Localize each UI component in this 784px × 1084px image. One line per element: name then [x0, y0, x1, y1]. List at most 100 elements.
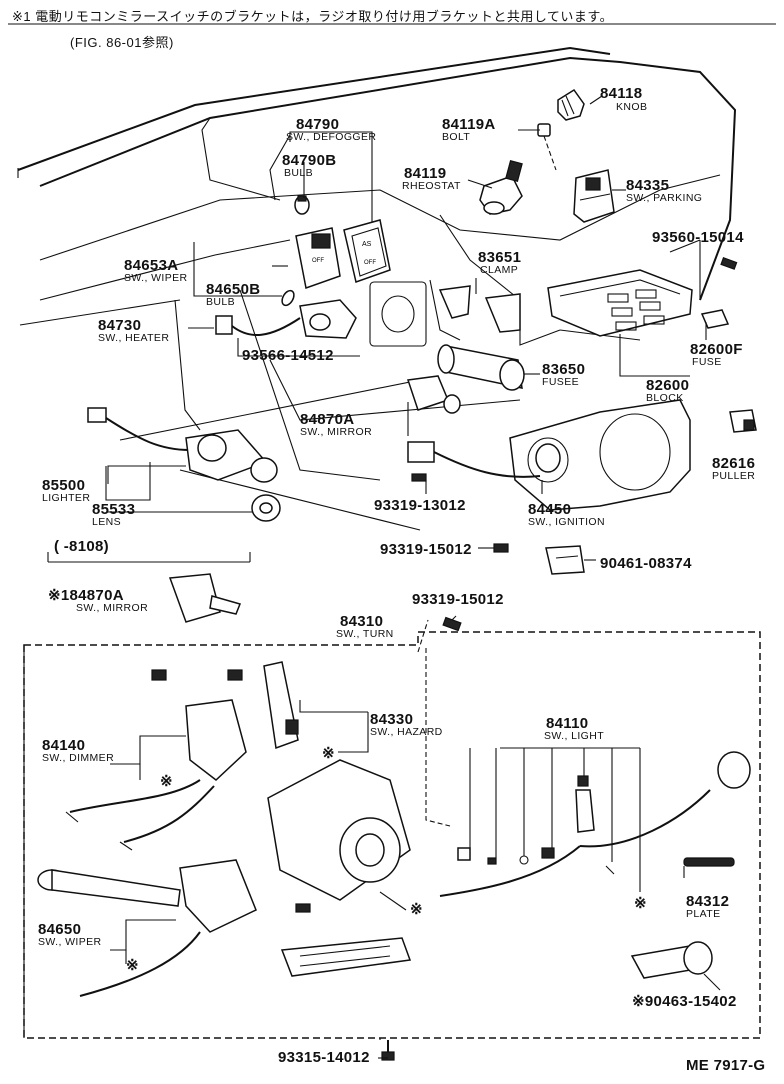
part-number-93560: 93560-15014 — [652, 229, 744, 246]
label-84110: 84110 SW., LIGHT — [544, 715, 604, 742]
part-number-93319-13012: 93319-13012 — [374, 497, 466, 514]
part-name-puller: PULLER — [712, 470, 755, 482]
screw-93319-13012-drawing — [411, 473, 427, 482]
screw-93319-15012-drawing — [493, 543, 509, 553]
defogger-switch-84790-drawing: AS OFF — [343, 219, 391, 283]
label-93566: 93566-14512 — [242, 347, 333, 364]
asterisk-mark-light: ※ — [634, 895, 647, 912]
bolt-84119a-drawing — [537, 123, 557, 171]
part-number-93319-15012-lower: 93319-15012 — [412, 591, 504, 608]
label-93560: 93560-15014 — [652, 229, 744, 246]
part-number-84335: 84335 — [626, 177, 669, 194]
fusee-83650-drawing — [437, 344, 525, 391]
lens-85533-drawing — [251, 494, 281, 522]
screw-93315-drawing — [381, 1040, 395, 1061]
part-name-fusee: FUSEE — [542, 376, 579, 388]
part-number-84119: 84119 — [404, 165, 446, 182]
date-range-label: ( -8108) — [54, 538, 109, 555]
part-number-84870a: 84870A — [300, 411, 354, 428]
part-number-84450: 84450 — [528, 501, 571, 518]
part-name-plate: PLATE — [686, 908, 720, 920]
footer-code: ME 7917-G — [686, 1057, 765, 1074]
part-name-parking: SW., PARKING — [626, 192, 702, 204]
plate-84312-drawing — [683, 857, 735, 867]
asterisk-mark-dimmer: ※ — [160, 773, 173, 790]
label-90463: ※90463-15402 — [632, 993, 736, 1010]
part-name-mirror-top: SW., MIRROR — [300, 426, 372, 438]
part-number-83650: 83650 — [542, 361, 585, 378]
part-number-82600: 82600 — [646, 377, 689, 394]
part-name-heater: SW., HEATER — [98, 332, 169, 344]
label-83651: 83651 CLAMP — [478, 249, 521, 276]
part-number-84310: 84310 — [340, 613, 383, 630]
part-number-84730: 84730 — [98, 317, 141, 334]
part-name-ignition: SW., IGNITION — [528, 516, 605, 528]
parking-switch-84335-drawing — [573, 169, 615, 223]
part-number-184870a: ※184870A — [48, 587, 124, 604]
bulb-84650b-drawing — [281, 289, 295, 307]
svg-text:AS: AS — [362, 241, 372, 248]
screw-small-drawing — [295, 903, 311, 913]
label-82600f: 82600F FUSE — [690, 341, 743, 368]
knob-84118-drawing — [557, 88, 585, 121]
part-number-82600f: 82600F — [690, 341, 743, 358]
part-name-lighter: LIGHTER — [42, 492, 90, 504]
label-84650: 84650 SW., WIPER — [38, 921, 101, 948]
label-93315: 93315-14012 — [278, 1049, 369, 1066]
connector-block-drawing — [280, 937, 412, 977]
label-84870a: 84870A SW., MIRROR — [300, 411, 372, 438]
label-84312: 84312 PLATE — [686, 893, 729, 920]
label-83650: 83650 FUSEE — [542, 361, 585, 388]
label-84140: 84140 SW., DIMMER — [42, 737, 114, 764]
part-number-84330: 84330 — [370, 711, 413, 728]
label-84118: 84118 KNOB — [600, 85, 647, 113]
label-82616: 82616 PULLER — [712, 455, 755, 482]
heater-switch-84730-drawing — [215, 299, 357, 339]
label-84310: 84310 SW., TURN — [336, 613, 393, 640]
part-number-84119a: 84119A — [442, 116, 496, 133]
svg-text:OFF: OFF — [312, 258, 324, 264]
clamp-83651-drawing — [438, 285, 521, 333]
part-number-84110: 84110 — [546, 715, 588, 732]
cluster-housing — [509, 399, 691, 511]
part-name-mirror-bottom: SW., MIRROR — [76, 602, 148, 614]
dashboard-outline — [17, 46, 737, 531]
label-84119a: 84119A BOLT — [442, 116, 496, 143]
part-name-block: BLOCK — [646, 392, 684, 404]
part-number-84650b: 84650B — [206, 281, 260, 298]
part-name-bulb-mid: BULB — [206, 296, 235, 308]
hazard-switch-84330-drawing — [263, 661, 299, 750]
part-number-84790b: 84790B — [282, 152, 336, 169]
bulb-84790b-drawing — [294, 195, 310, 215]
part-name-wiper-top: SW., WIPER — [124, 272, 188, 284]
part-name-light: SW., LIGHT — [544, 730, 604, 742]
label-84730: 84730 SW., HEATER — [98, 317, 169, 344]
leader-lines — [23, 95, 721, 1059]
label-82600: 82600 BLOCK — [646, 377, 689, 404]
part-number-83651: 83651 — [478, 249, 521, 266]
label-84335: 84335 SW., PARKING — [626, 177, 702, 204]
screw-93319-15012-lower-drawing — [442, 616, 462, 632]
part-number-84653a: 84653A — [124, 257, 178, 274]
part-name-defogger: SW., DEFOGGER — [286, 131, 376, 143]
dimmer-switch-84140-drawing — [65, 669, 247, 851]
part-number-84118: 84118 — [600, 85, 642, 102]
label-84450: 84450 SW., IGNITION — [528, 501, 605, 528]
part-name-bulb-top: BULB — [284, 167, 313, 179]
label-93319-15012-lower: 93319-15012 — [412, 591, 504, 608]
part-name-dimmer: SW., DIMMER — [42, 752, 114, 764]
label-85500: 85500 LIGHTER — [42, 477, 90, 504]
label-84790b: 84790B BULB — [282, 152, 336, 179]
fuse-block-82600-drawing — [547, 269, 693, 337]
part-name-knob: KNOB — [616, 101, 647, 113]
mirror-switch-184870a-drawing — [168, 573, 242, 623]
turn-switch-assembly-box — [23, 631, 761, 1039]
light-switch-84110-drawing — [439, 751, 751, 897]
label-93319-15012: 93319-15012 — [380, 541, 471, 558]
screw-93560-drawing — [720, 257, 738, 270]
part-number-84650: 84650 — [38, 921, 81, 938]
part-number-84140: 84140 — [42, 737, 85, 754]
part-number-85533: 85533 — [92, 501, 135, 518]
part-number-84790: 84790 — [296, 116, 339, 133]
